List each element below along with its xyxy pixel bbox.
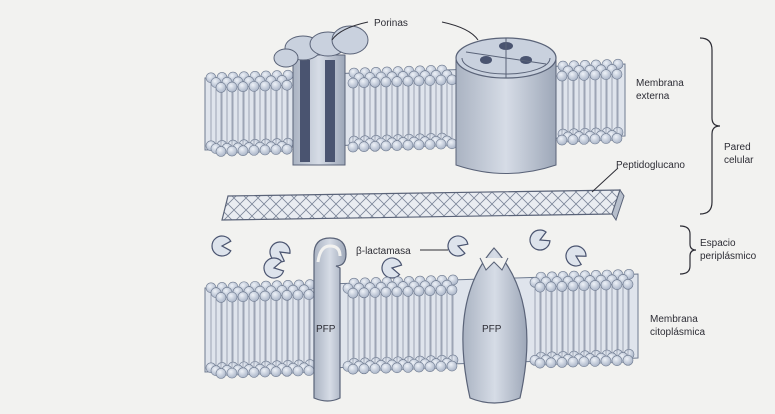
label-membrana-externa-1: Membrana — [636, 78, 684, 89]
espacio-bracket — [680, 226, 696, 274]
label-pfp-left: PFP — [316, 324, 336, 335]
label-membrana-externa-2: externa — [636, 91, 670, 102]
peptidoglycan-layer — [222, 190, 624, 220]
label-pared-1: Pared — [724, 142, 751, 153]
label-pared-2: celular — [724, 155, 754, 166]
label-espacio-2: periplásmico — [700, 251, 757, 262]
label-porinas: Porinas — [374, 18, 408, 29]
beta-lactamase-enzyme — [562, 242, 588, 269]
label-beta-lactamasa: β-lactamasa — [356, 246, 411, 257]
porin-trimer — [456, 38, 556, 174]
label-peptidoglucano: Peptidoglucano — [616, 160, 685, 171]
beta-lactamase-enzyme — [380, 256, 403, 279]
beta-lactamase-enzyme — [212, 236, 231, 256]
outer-membrane-bilayer — [205, 59, 625, 156]
beta-lactamase-enzyme — [445, 233, 469, 258]
label-pfp-right: PFP — [482, 324, 502, 335]
label-membrana-citoplasmica-2: citoplásmica — [650, 327, 705, 338]
inner-membrane-bilayer — [205, 269, 638, 378]
label-espacio-1: Espacio — [700, 238, 736, 249]
label-membrana-citoplasmica-1: Membrana — [650, 314, 698, 325]
pared-bracket — [700, 38, 720, 214]
beta-lactamase-enzyme — [527, 227, 552, 253]
